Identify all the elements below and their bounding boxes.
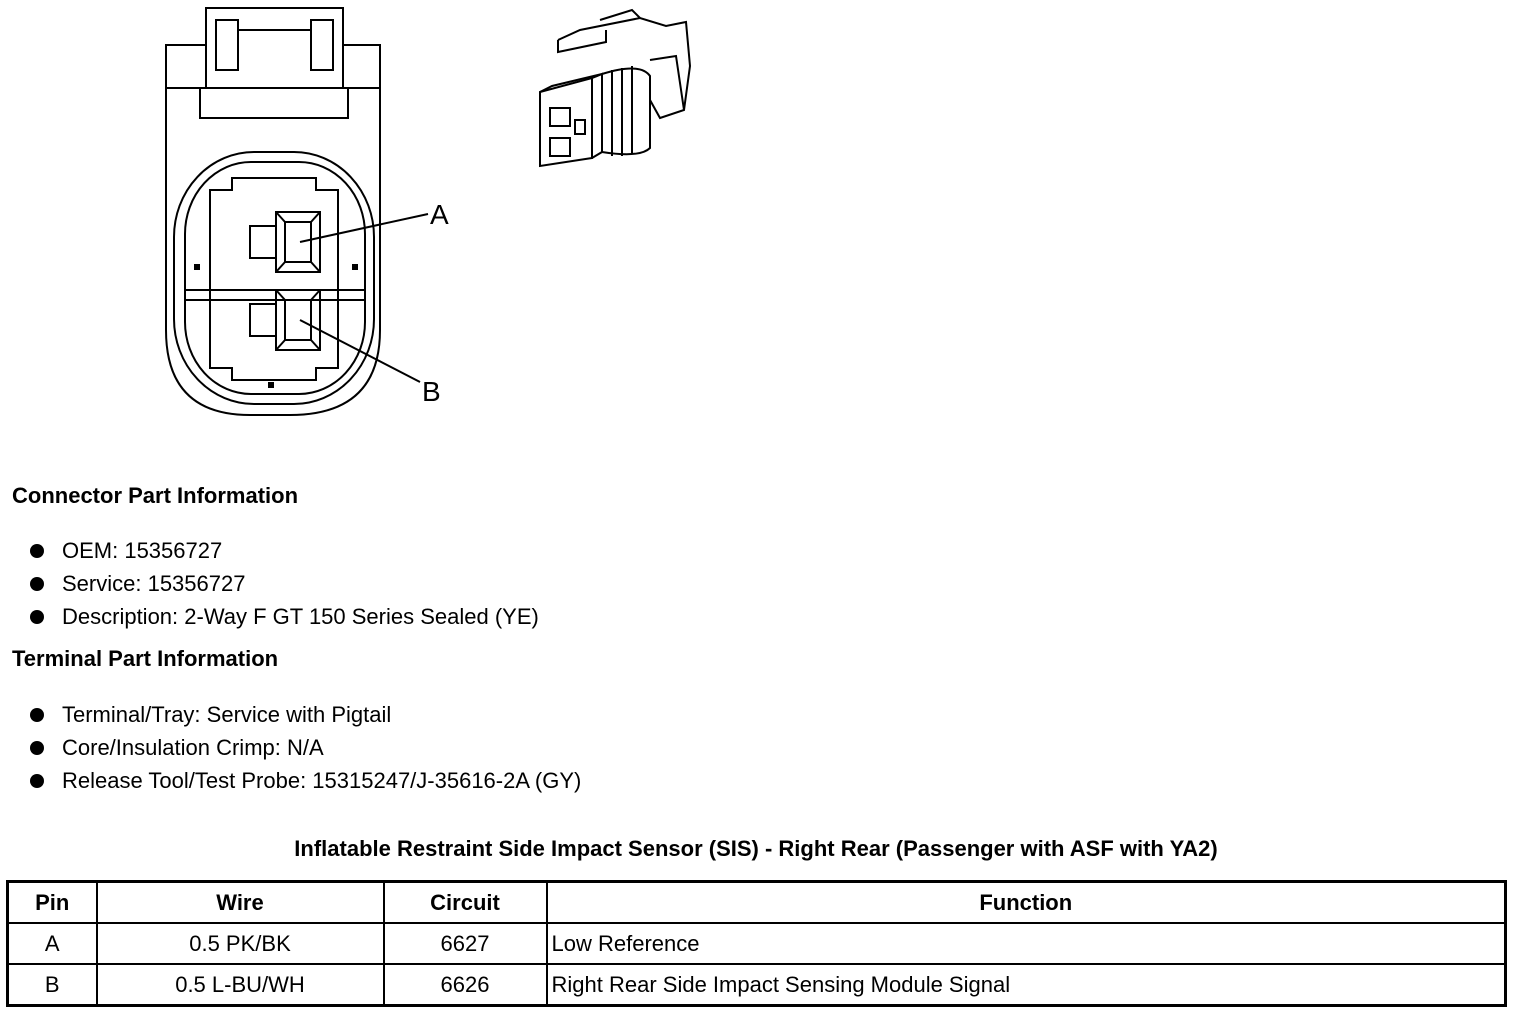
bullet-icon — [30, 544, 44, 558]
pin-label-a: A — [430, 199, 449, 230]
table-row: A 0.5 PK/BK 6627 Low Reference — [6, 922, 1507, 965]
header-circuit: Circuit — [382, 880, 548, 924]
cell-pin: B — [6, 963, 98, 1007]
bullet-icon — [30, 741, 44, 755]
cell-wire: 0.5 L-BU/WH — [95, 963, 385, 1007]
connector-3d-view — [539, 8, 692, 168]
cell-circuit: 6627 — [382, 922, 548, 965]
bullet-icon — [30, 577, 44, 591]
bullet-icon — [30, 774, 44, 788]
bullet-icon — [30, 610, 44, 624]
table-header-row: Pin Wire Circuit Function — [6, 880, 1507, 924]
terminal-section-heading: Terminal Part Information — [12, 646, 279, 671]
header-pin: Pin — [6, 880, 98, 924]
cell-wire: 0.5 PK/BK — [95, 922, 385, 965]
header-wire: Wire — [95, 880, 385, 924]
list-item: Terminal/Tray: Service with Pigtail — [28, 698, 581, 731]
connector-info-list: OEM: 15356727 Service: 15356727 Descript… — [28, 534, 539, 633]
connector-diagram: A B — [165, 7, 692, 416]
list-item: OEM: 15356727 — [28, 534, 539, 567]
cell-circuit: 6626 — [382, 963, 548, 1007]
table-title: Inflatable Restraint Side Impact Sensor … — [294, 836, 1218, 861]
pin-label-b: B — [422, 376, 441, 407]
cell-function: Low Reference — [545, 922, 1507, 965]
header-function: Function — [545, 880, 1507, 924]
list-item: Release Tool/Test Probe: 15315247/J-3561… — [28, 764, 581, 797]
bullet-icon — [30, 708, 44, 722]
connector-section-heading: Connector Part Information — [12, 483, 299, 508]
list-item: Service: 15356727 — [28, 567, 539, 600]
list-item: Description: 2-Way F GT 150 Series Seale… — [28, 600, 539, 633]
list-item: Core/Insulation Crimp: N/A — [28, 731, 581, 764]
cell-function: Right Rear Side Impact Sensing Module Si… — [545, 963, 1507, 1007]
cell-pin: A — [6, 922, 98, 965]
table-row: B 0.5 L-BU/WH 6626 Right Rear Side Impac… — [6, 963, 1507, 1007]
pinout-table: Pin Wire Circuit Function A 0.5 PK/BK 66… — [6, 880, 1507, 1007]
terminal-info-list: Terminal/Tray: Service with Pigtail Core… — [28, 698, 581, 797]
